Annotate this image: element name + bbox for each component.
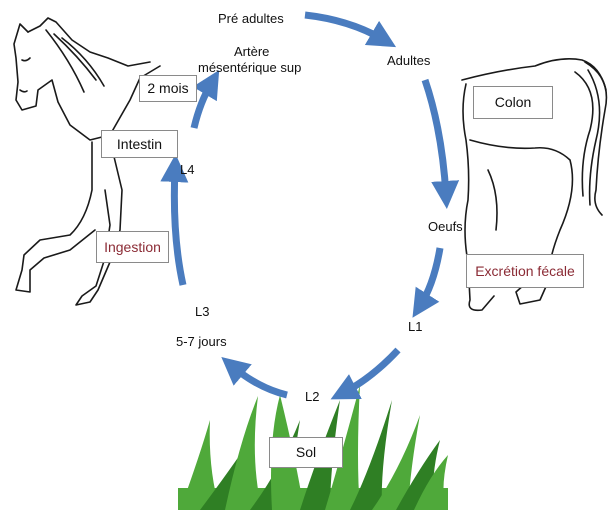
box-colon: Colon [473, 86, 553, 119]
arrow-l3-to-l4 [174, 168, 183, 285]
box-sol: Sol [269, 437, 343, 468]
label-l3-duration: 5-7 jours [176, 334, 227, 349]
label-oeufs: Oeufs [428, 219, 463, 234]
label-l2: L2 [305, 389, 319, 404]
box-ingestion: Ingestion [96, 231, 169, 263]
label-artere: Artère [234, 44, 269, 59]
label-mesenterique-sup: mésentérique sup [198, 60, 301, 75]
box-excretion-fecale: Excrétion fécale [466, 254, 584, 288]
arrow-l1-to-l2 [343, 350, 398, 393]
box-2-mois: 2 mois [139, 75, 197, 102]
label-adultes: Adultes [387, 53, 430, 68]
label-pre-adultes: Pré adultes [218, 11, 284, 26]
label-l3: L3 [195, 304, 209, 319]
label-l1: L1 [408, 319, 422, 334]
arrow-adultes-to-oeufs [425, 80, 446, 195]
arrow-l2-to-l3 [232, 366, 287, 395]
arrow-pre-adultes-to-adultes [305, 15, 384, 40]
box-intestin: Intestin [101, 130, 178, 158]
label-l4: L4 [180, 162, 194, 177]
arrow-oeufs-to-l1 [420, 248, 440, 306]
